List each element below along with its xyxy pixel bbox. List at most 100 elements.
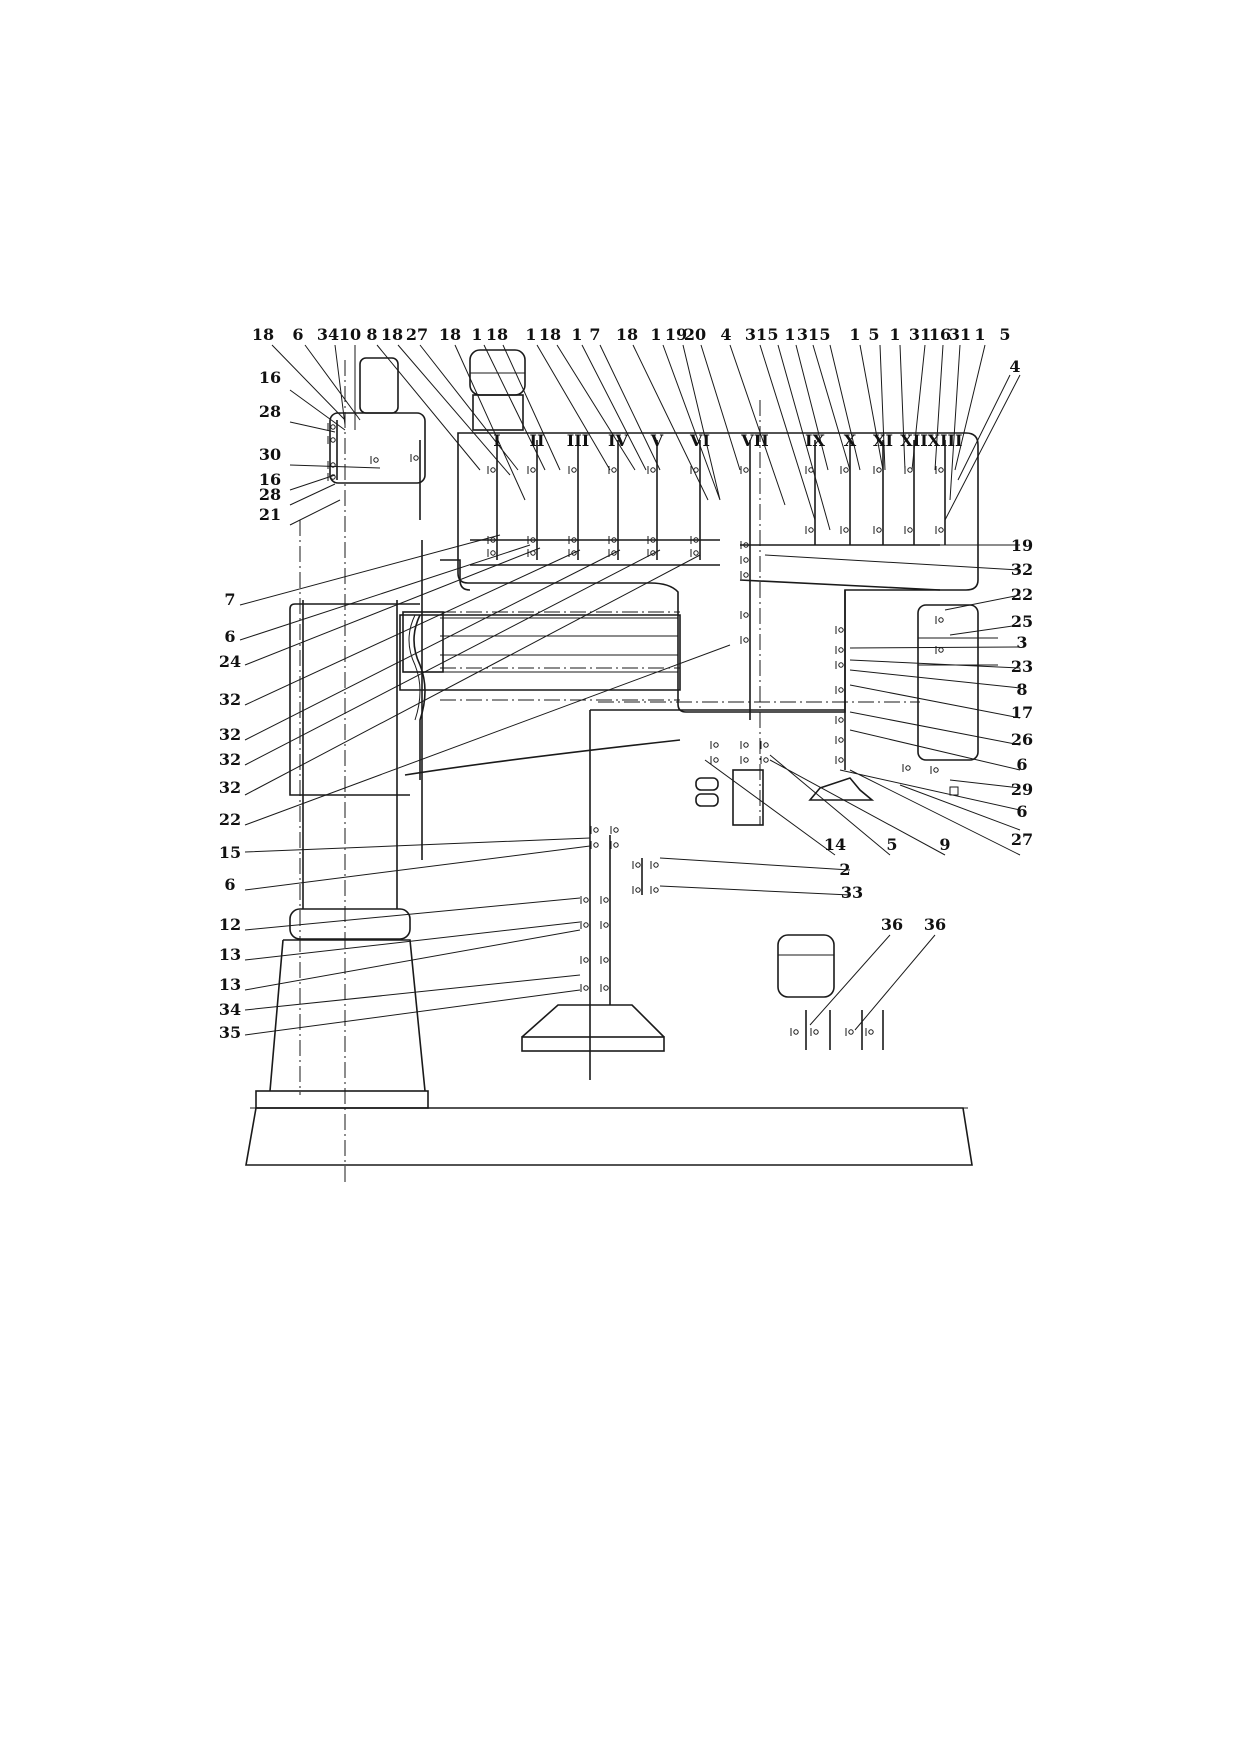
- callout-top-7: 18: [439, 325, 461, 344]
- callout-left-4: 28: [259, 485, 281, 504]
- callout-top-28: 16: [929, 325, 951, 344]
- elevation-motor: [359, 357, 399, 414]
- callout-top-23: 5: [819, 325, 830, 344]
- gear-mark-14: [571, 537, 577, 543]
- gear-mark-75: [938, 617, 944, 623]
- spindle-nose: [808, 777, 875, 801]
- gear-mark-62: [603, 957, 609, 963]
- gear-mark-15: [611, 537, 617, 543]
- gear-mark-27: [907, 527, 913, 533]
- callout-left-20: 35: [219, 1023, 241, 1042]
- gear-mark-18: [490, 550, 496, 556]
- gear-mark-68: [653, 887, 659, 893]
- gear-mark-72: [868, 1029, 874, 1035]
- gear-mark-50: [330, 474, 336, 480]
- callout-right-8: 17: [1011, 703, 1033, 722]
- callout-top-16: 19: [665, 325, 687, 344]
- callout-top-9: 18: [486, 325, 508, 344]
- gear-mark-1: [530, 467, 536, 473]
- callout-top-17: 20: [684, 325, 706, 344]
- callout-right-7: 8: [1016, 680, 1027, 699]
- callout-top-27: 31: [909, 325, 931, 344]
- callout-top-1: 6: [292, 325, 303, 344]
- gear-mark-34: [838, 627, 844, 633]
- shaft-label-9: XI: [873, 431, 893, 450]
- callout-left-0: 16: [259, 368, 281, 387]
- gear-mark-10: [907, 467, 913, 473]
- gear-mark-11: [938, 467, 944, 473]
- gear-mark-65: [635, 862, 641, 868]
- callout-top-14: 18: [616, 325, 638, 344]
- callout-top-5: 18: [381, 325, 403, 344]
- callout-top-12: 1: [571, 325, 582, 344]
- gear-mark-60: [603, 922, 609, 928]
- gear-mark-9: [876, 467, 882, 473]
- callout-right-4: 25: [1011, 612, 1033, 631]
- shaft-label-10: XII: [900, 431, 927, 450]
- column-foot: [255, 1090, 429, 1109]
- callout-right-18: 33: [841, 883, 863, 902]
- gear-mark-76: [938, 647, 944, 653]
- gear-mark-45: [763, 742, 769, 748]
- callout-left-11: 32: [219, 750, 241, 769]
- gear-mark-37: [838, 687, 844, 693]
- gear-mark-55: [593, 842, 599, 848]
- headstock-housing: [457, 432, 979, 713]
- center-lines: [250, 360, 970, 1185]
- gear-mark-28: [938, 527, 944, 533]
- gear-mark-43: [743, 742, 749, 748]
- gear-mark-49: [330, 462, 336, 468]
- callout-top-6: 27: [406, 325, 428, 344]
- callout-right-10: 6: [1016, 755, 1027, 774]
- callout-right-14: 9: [939, 835, 950, 854]
- gear-mark-32: [743, 612, 749, 618]
- callout-right-16: 14: [824, 835, 846, 854]
- gear-mark-41: [713, 742, 719, 748]
- gear-mark-25: [843, 527, 849, 533]
- shafts: [336, 420, 946, 1050]
- callout-left-16: 12: [219, 915, 241, 934]
- callout-left-15: 6: [224, 875, 235, 894]
- gear-mark-71: [848, 1029, 854, 1035]
- callout-top-2: 34: [317, 325, 339, 344]
- callout-left-13: 22: [219, 810, 241, 829]
- callout-top-11: 18: [539, 325, 561, 344]
- shaft-label-6: VII: [740, 431, 768, 450]
- shaft-label-1: II: [530, 431, 545, 450]
- gear-mark-33: [743, 637, 749, 643]
- gear-mark-58: [603, 897, 609, 903]
- gear-mark-23: [693, 550, 699, 556]
- callout-top-29: 31: [949, 325, 971, 344]
- callout-right-13: 27: [1011, 830, 1033, 849]
- shaft-label-4: V: [650, 431, 664, 450]
- callout-left-17: 13: [219, 945, 241, 964]
- callout-right-5: 3: [1016, 633, 1027, 652]
- gear-mark-67: [635, 887, 641, 893]
- callout-right-20: 36: [924, 915, 946, 934]
- callout-left-10: 32: [219, 725, 241, 744]
- gear-mark-38: [838, 717, 844, 723]
- shaft-label-8: X: [844, 431, 857, 450]
- callout-left-2: 30: [259, 445, 281, 464]
- callout-right-3: 22: [1011, 585, 1033, 604]
- callout-left-9: 32: [219, 690, 241, 709]
- callout-right-17: 2: [839, 860, 850, 879]
- callout-top-4: 8: [366, 325, 377, 344]
- gear-mark-6: [743, 467, 749, 473]
- gear-mark-2: [571, 467, 577, 473]
- gear-mark-51: [413, 455, 419, 461]
- gear-mark-42: [713, 757, 719, 763]
- callout-top-26: 1: [889, 325, 900, 344]
- callout-top-10: 1: [525, 325, 536, 344]
- gear-mark-56: [613, 842, 619, 848]
- gear-mark-59: [583, 922, 589, 928]
- column-collar: [289, 908, 411, 940]
- gear-mark-31: [743, 572, 749, 578]
- callout-top-21: 1: [784, 325, 795, 344]
- coolant-motor: [777, 934, 835, 998]
- callout-top-31: 5: [999, 325, 1010, 344]
- callout-top-8: 1: [471, 325, 482, 344]
- feed-gearbox: [917, 604, 979, 761]
